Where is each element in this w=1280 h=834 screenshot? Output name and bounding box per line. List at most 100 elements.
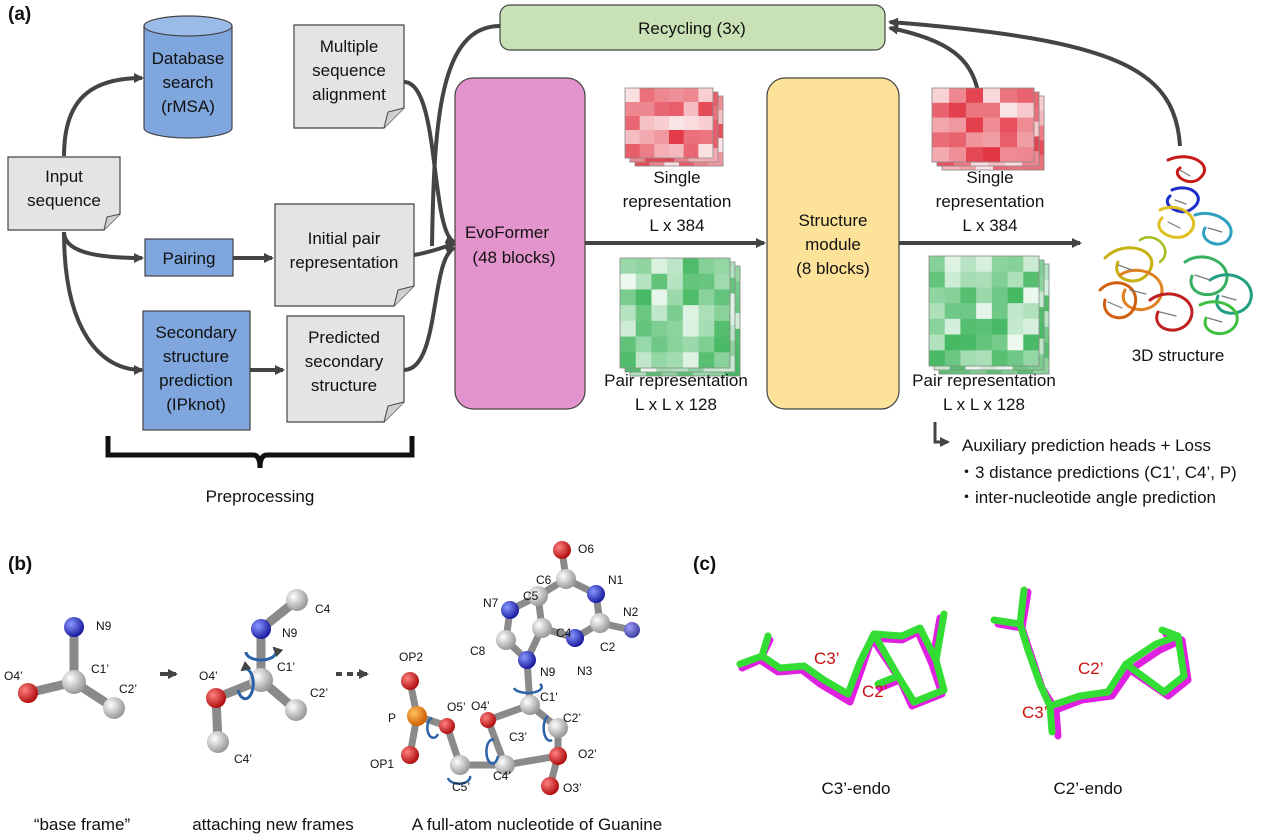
heatmap-cell [669,116,684,131]
input-line1: Input [45,167,83,186]
pair2-line2: L x L x 128 [943,395,1025,414]
heatmap-cell [983,102,1001,118]
heatmap-cell [683,102,699,117]
heatmap-cell [1007,287,1024,304]
heatmap-cell [667,258,684,275]
heatmap-cell [932,88,950,104]
heatmap-cell [1023,318,1040,335]
heatmap-cell [1017,117,1035,133]
n-OP1: OP1 [370,757,394,771]
heatmap-cell [682,305,699,322]
heatmap-cell [1017,102,1035,118]
heatmap-cell [698,289,715,306]
heatmap-cell [698,305,715,322]
heatmap-cell [949,88,967,104]
heatmap-cell [1007,318,1024,335]
base-frame-molecule: N9 O4’ C1’ C2’ [4,617,137,719]
single1-line3: L x 384 [649,216,704,235]
heatmap-cell [698,352,715,369]
heatmap-cell [960,350,977,367]
pred-ss-line3: structure [311,376,377,395]
heatmap-cell [667,352,684,369]
heatmap-cell [669,88,684,103]
heatmap-cell [929,271,946,288]
heatmap-cell [1023,271,1040,288]
flow-arrows [62,17,1182,447]
db-line1: Database [152,49,225,68]
representation-heatmaps [619,87,1050,377]
heatmap-cell [991,350,1008,367]
heatmap-cell [1017,88,1035,104]
caption-c2-endo: C2’-endo [1054,779,1123,798]
heatmap-cell [1000,147,1018,163]
ss-line2: structure [163,347,229,366]
heatmap-cell [932,147,950,163]
n-N3: N3 [577,664,593,678]
heatmap-cell [698,144,714,159]
heatmap-cell [991,287,1008,304]
heatmap-cell [991,318,1008,335]
heatmap-cell [1000,88,1018,104]
heatmap-cell [714,273,731,290]
heatmap-cell [714,305,731,322]
aux-item-1: ・3 distance predictions (C1’, C4’, P) [958,463,1237,482]
recycling-box: Recycling (3x) [499,4,886,51]
heatmap-cell [949,117,967,133]
n-C4p: C4’ [493,769,511,783]
n-C5: C5 [523,589,539,603]
heatmap-cell [682,336,699,353]
n-C2: C2 [600,640,616,654]
heatmap-cell [966,88,984,104]
heatmap-cell [682,273,699,290]
heatmap-cell [625,116,640,131]
structure-line3: (8 blocks) [796,259,870,278]
structure-module-box: Structure module (8 blocks) [766,77,900,410]
single-rep-1-heatmap [624,87,724,167]
heatmap-cell [639,116,655,131]
n-OP2: OP2 [399,650,423,664]
heatmap-cell [944,350,961,367]
heatmap-cell [620,305,637,322]
heatmap-cell [1000,117,1018,133]
input-line2: sequence [27,191,101,210]
heatmap-cell [1017,147,1035,163]
heatmap-cell [929,318,946,335]
heatmap-cell [983,132,1001,148]
evoformer-box: EvoFormer (48 blocks) [454,77,586,410]
n-C1p: C1' [540,690,558,704]
heatmap-cell [667,320,684,337]
n-N1: N1 [608,573,624,587]
caption-base-frame: “base frame” [34,815,131,834]
heatmap-cell [683,130,699,145]
n-C8: C8 [470,644,486,658]
heatmap-cell [667,273,684,290]
heatmap-cell [635,352,652,369]
heatmap-cell [625,130,640,145]
heatmap-cell [667,289,684,306]
heatmap-cell [698,130,714,145]
heatmap-cell [714,258,731,275]
heatmap-cell [682,289,699,306]
heatmap-cell [682,258,699,275]
heatmap-cell [991,334,1008,351]
c2endo-label-c3: C3’ [1022,703,1048,722]
heatmap-cell [976,350,993,367]
caption-c3-endo: C3’-endo [822,779,891,798]
input-sequence-box: Input sequence [7,156,121,231]
heatmap-cell [960,271,977,288]
heatmap-cell [698,273,715,290]
heatmap-cell [944,334,961,351]
heatmap-cell [698,116,714,131]
heatmap-cell [983,88,1001,104]
heatmap-cell [944,256,961,273]
recycling-label: Recycling (3x) [638,19,746,38]
n-C5p: C5’ [452,780,470,794]
heatmap-cell [698,320,715,337]
single2-line1: Single [966,168,1013,187]
attaching-frames-molecule: C4 N9 O4’ C1’ C2’ C4’ [199,589,331,766]
heatmap-cell [651,305,668,322]
init-pair-line2: representation [290,253,399,272]
heatmap-cell [620,258,637,275]
heatmap-cell [976,318,993,335]
heatmap-cell [983,147,1001,163]
